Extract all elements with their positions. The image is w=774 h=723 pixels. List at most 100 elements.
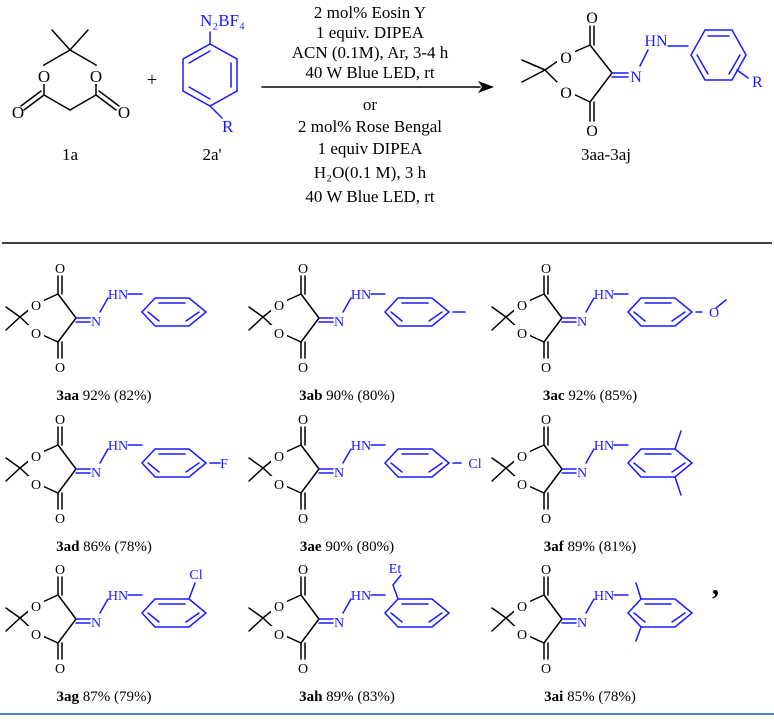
hydrazone-nh: HN xyxy=(108,439,128,454)
substituent-3ad: F xyxy=(220,457,228,472)
carbonyl-oxygen-top: O xyxy=(298,413,308,428)
ring-oxygen-bottom: O xyxy=(274,327,284,342)
carbonyl-oxygen-top: O xyxy=(541,413,551,428)
hydrazone-nh: HN xyxy=(351,439,371,454)
azo-nitrogen: N xyxy=(577,466,587,481)
caption-3ad: 3ad 86% (78%) xyxy=(56,539,152,555)
carbonyl-oxygen-bottom: O xyxy=(298,512,308,527)
ring-oxygen-top: O xyxy=(274,600,284,615)
ring-oxygen-top: O xyxy=(517,299,527,314)
compound-yield: 86% (78%) xyxy=(83,539,152,555)
carbonyl-oxygen-bottom: O xyxy=(55,662,65,677)
caption-3aa: 3aa 92% (82%) xyxy=(57,388,152,404)
condition-a-2: 1 equiv. DIPEA xyxy=(316,23,425,42)
carbonyl-oxygen-right: O xyxy=(118,103,130,122)
condition-b-4: 40 W Blue LED, rt xyxy=(305,187,434,206)
diazonium-group-label: N₂BF₄ xyxy=(200,11,245,30)
carbonyl-oxygen-bottom: O xyxy=(55,512,65,527)
carbonyl-oxygen-bottom: O xyxy=(541,361,551,376)
ring-oxygen-left: O xyxy=(38,67,50,86)
azo-nitrogen: N xyxy=(577,315,587,330)
ring-oxygen-top: O xyxy=(31,299,41,314)
product-r-substituent: R xyxy=(752,74,763,91)
azo-nitrogen: N xyxy=(577,616,587,631)
caption-3ah: 3ah 89% (83%) xyxy=(299,689,395,705)
reactant-1a-label: 1a xyxy=(62,145,79,164)
carbonyl-oxygen-bottom: O xyxy=(298,361,308,376)
product-azo-nitrogen: N xyxy=(630,69,642,86)
ring-oxygen-bottom: O xyxy=(31,628,41,643)
compound-id: 3ab xyxy=(299,388,322,404)
hydrazone-nh: HN xyxy=(594,439,614,454)
carbonyl-oxygen-left: O xyxy=(12,103,24,122)
caption-3af: 3af 89% (81%) xyxy=(544,539,636,555)
condition-a-4: 40 W Blue LED, rt xyxy=(305,63,434,82)
substituent-3ah: Et xyxy=(389,562,402,577)
compound-yield: 92% (85%) xyxy=(568,388,637,404)
caption-3ai: 3ai 85% (78%) xyxy=(544,689,636,705)
caption-3ab: 3ab 90% (80%) xyxy=(299,388,395,404)
ring-oxygen-right: O xyxy=(90,67,102,86)
azo-nitrogen: N xyxy=(91,315,101,330)
compound-id: 3aa xyxy=(57,388,80,404)
hydrazone-nh: HN xyxy=(351,589,371,604)
azo-nitrogen: N xyxy=(91,616,101,631)
caption-3ae: 3ae 90% (80%) xyxy=(300,539,394,555)
carbonyl-oxygen-top: O xyxy=(541,563,551,578)
carbonyl-oxygen-top: O xyxy=(298,563,308,578)
ring-oxygen-top: O xyxy=(274,299,284,314)
compound-yield: 90% (80%) xyxy=(325,539,394,555)
ring-oxygen-bottom: O xyxy=(274,478,284,493)
ring-oxygen-top: O xyxy=(274,450,284,465)
azo-nitrogen: N xyxy=(334,315,344,330)
compound-id: 3ag xyxy=(57,689,80,705)
ring-oxygen-bottom: O xyxy=(517,628,527,643)
product-carbonyl-oxygen-bottom: O xyxy=(586,123,598,140)
compound-yield: 90% (80%) xyxy=(326,388,395,404)
caption-3ac: 3ac 92% (85%) xyxy=(543,388,637,404)
substituent-3ae: Cl xyxy=(468,457,481,472)
carbonyl-oxygen-bottom: O xyxy=(298,662,308,677)
conditions-separator: or xyxy=(363,95,378,114)
arrow-head-icon xyxy=(478,81,494,93)
general-product-structure: O O O O N HN R xyxy=(521,10,763,140)
compound-id: 3ai xyxy=(544,689,563,705)
azo-nitrogen: N xyxy=(334,466,344,481)
reaction-conditions: 2 mol% Eosin Y 1 equiv. DIPEA ACN (0.1M)… xyxy=(261,3,494,206)
ring-oxygen-top: O xyxy=(517,450,527,465)
substituent-3ag: Cl xyxy=(189,568,202,583)
hydrazone-nh: HN xyxy=(594,288,614,303)
ring-oxygen-bottom: O xyxy=(274,628,284,643)
trailing-comma: , xyxy=(712,570,719,601)
compound-yield: 89% (83%) xyxy=(326,689,395,705)
compound-id: 3ac xyxy=(543,388,565,404)
carbonyl-oxygen-bottom: O xyxy=(55,361,65,376)
condition-b-2: 1 equiv DIPEA xyxy=(318,139,424,158)
product-ring-oxygen-top: O xyxy=(560,50,572,67)
carbonyl-oxygen-bottom: O xyxy=(541,512,551,527)
azo-nitrogen: N xyxy=(334,616,344,631)
compound-yield: 87% (79%) xyxy=(83,689,152,705)
ring-oxygen-bottom: O xyxy=(31,478,41,493)
compound-id: 3af xyxy=(544,539,565,555)
product-carbonyl-oxygen-top: O xyxy=(586,10,598,27)
product-hn: HN xyxy=(644,33,668,50)
condition-a-3: ACN (0.1M), Ar, 3-4 h xyxy=(292,43,449,62)
product-label: 3aa-3aj xyxy=(581,145,631,164)
ring-oxygen-top: O xyxy=(31,450,41,465)
ring-oxygen-top: O xyxy=(517,600,527,615)
condition-a-1: 2 mol% Eosin Y xyxy=(314,3,426,22)
product-ring-oxygen-bottom: O xyxy=(560,85,572,102)
carbonyl-oxygen-top: O xyxy=(298,262,308,277)
compound-id: 3ae xyxy=(300,539,322,555)
carbonyl-oxygen-top: O xyxy=(55,262,65,277)
